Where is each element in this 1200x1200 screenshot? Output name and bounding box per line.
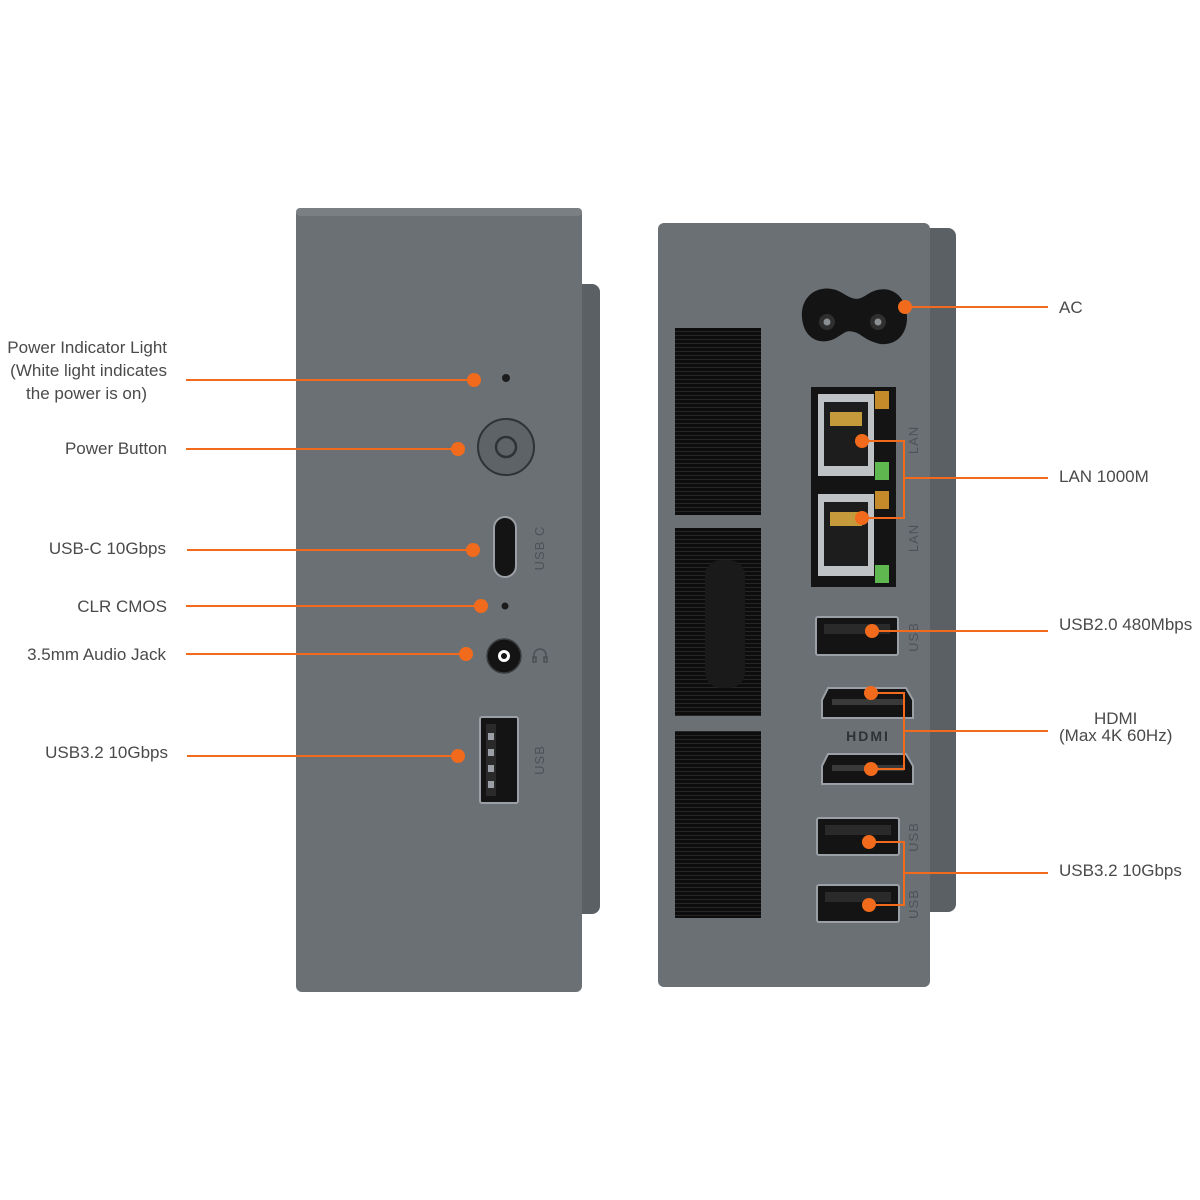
front-leader-lines [186, 373, 488, 763]
rear-leader-lines [862, 306, 1048, 906]
vent-bottom [675, 731, 761, 918]
usb-c-port[interactable] [493, 516, 517, 578]
audio-jack[interactable] [486, 638, 522, 674]
callout-usb32-front: USB3.2 10Gbps [45, 741, 168, 764]
usb20-port-label: USB [906, 622, 921, 652]
dot-power-indicator [467, 373, 481, 387]
callout-clr-cmos: CLR CMOS [77, 595, 167, 618]
ac-power-socket[interactable] [801, 288, 907, 345]
clr-cmos-hole[interactable] [501, 602, 509, 610]
usb-c-port-label: USB C [532, 526, 547, 571]
callout-power-indicator: Power Indicator Light (White light indic… [7, 336, 167, 405]
callout-usb-c: USB-C 10Gbps [49, 537, 166, 560]
usb32-rear-port-2[interactable] [816, 884, 900, 923]
dot-usb20 [865, 624, 879, 638]
dot-lan-1 [855, 434, 869, 448]
callout-usb32-rear: USB3.2 10Gbps [1059, 859, 1182, 882]
callout-usb-c-line-1: USB-C 10Gbps [48, 539, 166, 558]
callout-usb32-front-line-1: USB3.2 10Gbps [45, 743, 168, 762]
vent-top [675, 328, 761, 515]
rear-leader-dots [855, 300, 912, 912]
usb20-port[interactable] [815, 616, 899, 656]
lan-port-1-label: LAN [906, 426, 921, 454]
callout-ac-line-1: AC [1059, 298, 1083, 317]
dot-audio-jack [459, 647, 473, 661]
callout-hdmi-line-1: HDMI [1093, 709, 1138, 728]
usb-a-front-port[interactable] [479, 716, 519, 804]
callout-power-button: Power Button [65, 437, 167, 460]
callout-hdmi: HDMI (Max 4K 60Hz) [1059, 710, 1172, 744]
front-panel [296, 208, 582, 992]
power-button[interactable] [477, 418, 535, 476]
callout-usb32-rear-line-1: USB3.2 10Gbps [1059, 861, 1182, 880]
hdmi-label: HDMI [846, 728, 890, 744]
dot-lan-2 [855, 511, 869, 525]
dot-usb32-rear-1 [862, 835, 876, 849]
front-device: USB C USB [296, 208, 600, 992]
callout-power-indicator-line-3: the power is on) [26, 384, 147, 403]
leader-usb32-rear-bracket [869, 841, 1048, 906]
callout-lan-line-1: LAN 1000M [1059, 467, 1149, 486]
leader-hdmi-bracket [871, 692, 1048, 770]
callout-hdmi-line-2: (Max 4K 60Hz) [1059, 726, 1173, 745]
dot-ac [898, 300, 912, 314]
dot-usb32-front [451, 749, 465, 763]
dot-hdmi-1 [864, 686, 878, 700]
rear-device: LAN LAN USB HDMI USB USB [658, 223, 956, 987]
dot-usb32-rear-2 [862, 898, 876, 912]
lan-block [811, 387, 896, 587]
callout-clr-cmos-line-1: CLR CMOS [77, 597, 167, 616]
hdmi-port-1[interactable] [821, 687, 914, 719]
headphone-icon [532, 648, 548, 663]
power-indicator-light [502, 374, 510, 382]
front-panel-top-edge [296, 208, 582, 216]
callout-ac: AC [1059, 296, 1083, 319]
usb-front-port-label: USB [532, 745, 547, 775]
dot-hdmi-2 [864, 762, 878, 776]
callout-power-button-line-1: Power Button [64, 439, 167, 458]
usb32-rear-port-1[interactable] [816, 817, 900, 856]
callout-audio-jack: 3.5mm Audio Jack [27, 643, 166, 666]
callout-power-indicator-line-1: Power Indicator Light [7, 338, 167, 357]
callout-lan: LAN 1000M [1059, 465, 1149, 488]
callout-audio-jack-line-1: 3.5mm Audio Jack [27, 645, 166, 664]
callout-usb20-line-1: USB2.0 480Mbps [1059, 615, 1193, 634]
dot-power-button [451, 442, 465, 456]
leader-lan-bracket [862, 440, 1048, 519]
usb32-rear-port-2-label: USB [906, 889, 921, 919]
callout-usb20: USB2.0 480Mbps [1059, 613, 1192, 636]
lan-port-2[interactable] [818, 491, 889, 583]
vent-middle-fan [705, 560, 745, 688]
dot-usb-c [466, 543, 480, 557]
callout-power-indicator-line-2: (White light indicates [10, 361, 167, 380]
dot-clr-cmos [474, 599, 488, 613]
lan-port-2-label: LAN [906, 524, 921, 552]
usb32-rear-port-1-label: USB [906, 822, 921, 852]
